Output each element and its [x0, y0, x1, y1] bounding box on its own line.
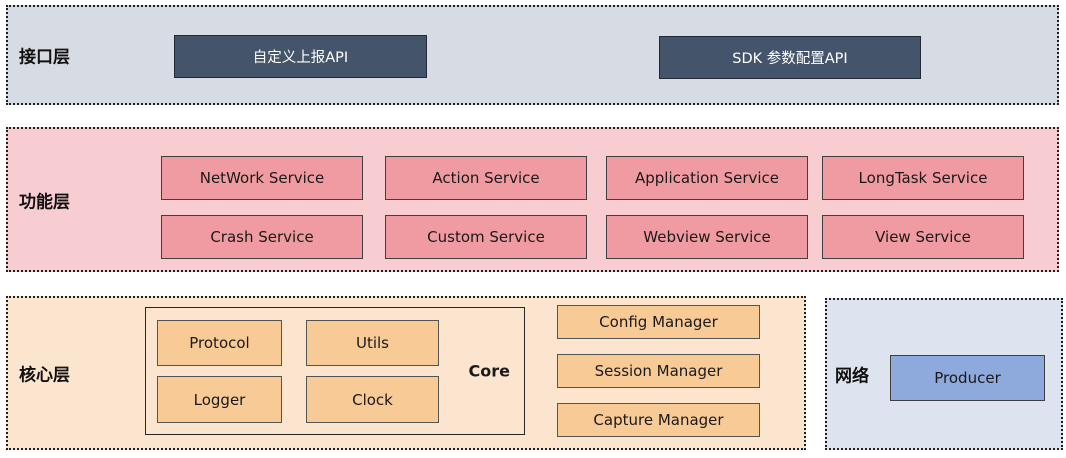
core-group: Protocol Utils Logger Clock Core	[145, 307, 525, 435]
service-box-custom: Custom Service	[385, 215, 587, 259]
service-box-webview: Webview Service	[606, 215, 808, 259]
core-box-protocol: Protocol	[157, 320, 282, 366]
producer-box: Producer	[890, 355, 1045, 401]
service-box-action: Action Service	[385, 156, 587, 200]
custom-report-api-box: 自定义上报API	[174, 35, 427, 78]
interface-layer: 接口层 自定义上报API SDK 参数配置API	[6, 5, 1059, 105]
config-manager-box: Config Manager	[557, 305, 760, 339]
sdk-param-config-api-box: SDK 参数配置API	[659, 36, 921, 79]
core-box-logger: Logger	[157, 376, 282, 423]
service-box-longtask: LongTask Service	[822, 156, 1024, 200]
core-layer: 核心层 Protocol Utils Logger Clock Core Con…	[6, 296, 806, 450]
core-layer-label: 核心层	[19, 365, 70, 386]
session-manager-box: Session Manager	[557, 354, 760, 388]
capture-manager-box: Capture Manager	[557, 403, 760, 437]
service-box-view: View Service	[822, 215, 1024, 259]
core-box-utils: Utils	[306, 320, 439, 366]
interface-layer-label: 接口层	[19, 47, 70, 68]
service-box-network: NetWork Service	[161, 156, 363, 200]
core-box-clock: Clock	[306, 376, 439, 423]
network-layer-label: 网络	[835, 366, 869, 387]
service-box-application: Application Service	[606, 156, 808, 200]
function-layer-label: 功能层	[19, 192, 70, 212]
network-layer: 网络 Producer	[825, 298, 1063, 450]
service-box-crash: Crash Service	[161, 215, 363, 259]
function-layer: 功能层 NetWork Service Action Service Appli…	[6, 127, 1059, 272]
core-group-label: Core	[468, 361, 510, 381]
